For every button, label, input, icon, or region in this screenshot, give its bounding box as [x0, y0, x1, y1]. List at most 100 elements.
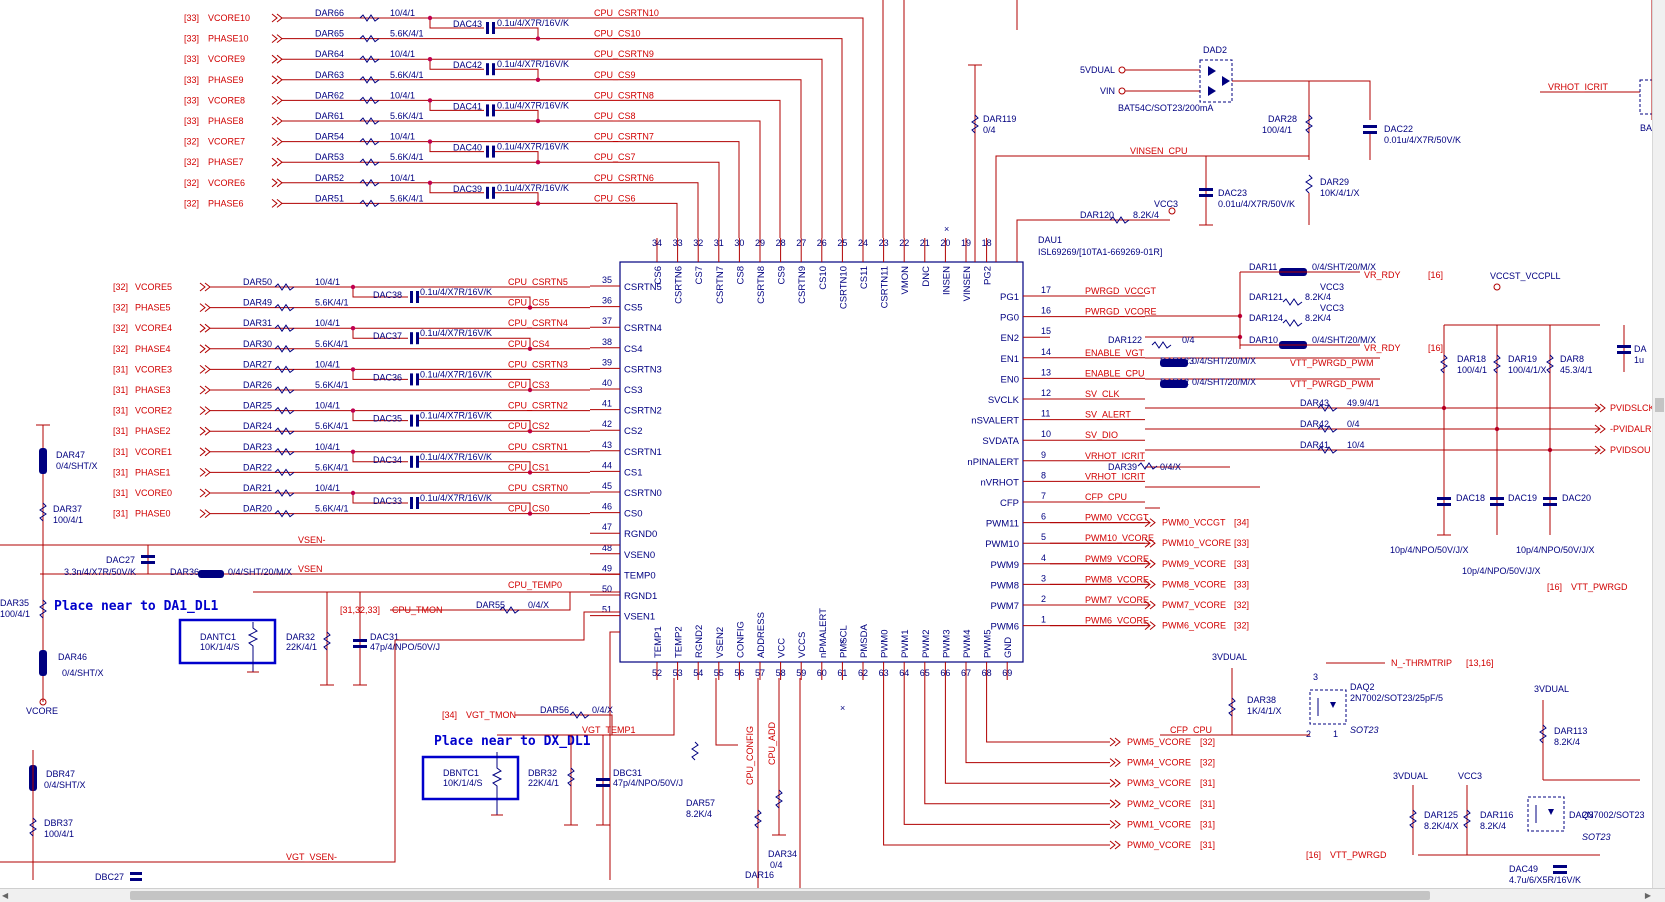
left-pin-number: 50	[602, 584, 612, 594]
dar113-ref: DAR113	[1554, 726, 1587, 736]
left-pin-name: CS3	[624, 385, 642, 396]
dac18-ref: DAC18	[1456, 493, 1485, 503]
sense-left-rv	[274, 447, 295, 456]
sense-top-pnet: PHASE10	[208, 34, 249, 44]
bottom-pin-number: 65	[920, 668, 930, 678]
daq2-body	[1309, 689, 1347, 725]
dac19-plate-b	[1490, 503, 1504, 506]
top-pin-name: CSRTN8	[756, 266, 767, 304]
top-pin-number: 32	[693, 238, 703, 248]
sense-left-net-cs: CPU_CS2	[508, 421, 550, 431]
sense-top-dot-b	[535, 36, 541, 41]
dynamic-layer: DAU1ISL69269/[10TA1-669269-01R]35CSRTN53…	[113, 0, 1606, 850]
sense-left-cap-wire-b	[418, 296, 531, 308]
svid-port-a	[1594, 445, 1601, 455]
bottom-pwm-port-b	[1114, 820, 1121, 829]
top-pin-name: CS10	[818, 266, 829, 290]
dac-cut-plate-a	[1617, 345, 1631, 348]
sense-top-sheet: [33]	[184, 13, 199, 23]
dbc31-plate-b	[596, 784, 610, 787]
top-pin-name: PG2	[983, 266, 994, 285]
dac23-value: 0.01u/4/X7R/50V/K	[1218, 199, 1295, 209]
sense-top-net-cs: CPU_CS10	[594, 29, 641, 39]
horizontal-scrollbar[interactable]: ◀ ▶	[0, 888, 1665, 902]
dar123-value: 0/4/SHT/20/M/X	[1192, 356, 1256, 366]
vertical-scrollbar-thumb[interactable]	[1655, 398, 1664, 412]
sense-top-rp-value: 5.6K/4/1	[390, 70, 424, 80]
dar18-resistor	[1440, 354, 1448, 374]
sense-top-vwire	[282, 58, 823, 238]
right-net-label: PWM8_VCORE	[1085, 574, 1149, 584]
dar19-value: 100/4/1/X	[1508, 365, 1547, 375]
vgt-tmon-sheet: [34]	[442, 710, 457, 720]
right-pin-name: PWM10	[985, 539, 1019, 550]
sense-top-cap-value: 0.1u/4/X7R/16V/K	[497, 183, 569, 193]
bottom-pin-name: PWM3	[941, 630, 952, 659]
bottom-pin-number: 62	[858, 668, 868, 678]
svid-port-a	[1594, 424, 1601, 434]
dar57-ref: DAR57	[686, 798, 715, 808]
ba-body	[1639, 79, 1653, 115]
pwm-out-net: PWM8_VCORE	[1162, 579, 1226, 589]
dbntc1-box	[421, 755, 520, 801]
vertical-scrollbar[interactable]	[1652, 0, 1665, 888]
horizontal-scrollbar-thumb[interactable]	[130, 891, 1430, 900]
sense-left-vport-a	[199, 282, 206, 292]
left-pin-number: 48	[602, 543, 612, 553]
dar57-value: 8.2K/4	[686, 809, 712, 819]
top-pin-name: DNC	[921, 266, 932, 287]
dar29-ref: DAR29	[1320, 177, 1349, 187]
sense-top-rv	[359, 178, 380, 187]
top-pin-name: CSRTN10	[838, 266, 849, 309]
sense-top-vwire	[282, 141, 740, 238]
dar56-value: 0/4/X	[592, 705, 613, 715]
dac27-plate-a	[141, 555, 155, 558]
sense-top-cap-plate-a	[486, 22, 489, 34]
dar46-ref: DAR46	[58, 652, 87, 662]
sense-top-rv-ref: DAR66	[315, 8, 344, 18]
pwm-out-port-a	[1144, 559, 1151, 569]
top-pin-number: 24	[858, 238, 868, 248]
dar41-value: 10/4	[1347, 440, 1365, 450]
dar32-value: 22K/4/1	[286, 642, 317, 652]
right-pin-number: 6	[1041, 512, 1046, 522]
bottom-pwm-port-b	[1114, 758, 1121, 767]
sense-left-cap-plate-b	[416, 497, 419, 509]
bottom-pin-number: 64	[899, 668, 909, 678]
dac31-plate-b	[353, 645, 367, 648]
pwm-out-port-a	[1144, 518, 1151, 527]
sense-top-sheet-b: [33]	[184, 116, 199, 126]
sense-left-rp	[274, 386, 295, 394]
sense-top-dot-b	[535, 77, 541, 83]
top-pin-number: 25	[837, 238, 847, 248]
dar121-ref: DAR121	[1249, 292, 1283, 302]
right-pin-name: PWM8	[991, 580, 1020, 591]
dar35-ref: DAR35	[0, 598, 29, 608]
rgnd1-wire	[0, 611, 620, 863]
bottom-pin-name: PMSCL	[838, 625, 849, 658]
sense-left-rp-ref: DAR24	[243, 421, 272, 431]
sense-top-sheet: [33]	[184, 54, 199, 64]
sense-left-rp-ref: DAR20	[243, 504, 272, 514]
scroll-right-arrow-icon[interactable]: ▶	[1644, 891, 1651, 900]
top-pin-number: 23	[879, 238, 889, 248]
dar34-value: 0/4	[770, 860, 783, 870]
dbc31-value: 47p/4/NPO/50V/J	[613, 778, 683, 788]
sense-left-rp-value: 5.6K/4/1	[315, 298, 349, 308]
dac18-plate-b	[1437, 503, 1451, 506]
left-pin-number: 35	[602, 275, 612, 285]
scroll-left-arrow-icon[interactable]: ◀	[2, 891, 9, 900]
sense-top-net-rtn: CPU_CSRTN10	[594, 8, 659, 18]
sense-top-rv	[359, 96, 380, 105]
sense-top-net-cs: CPU_CS8	[594, 111, 636, 121]
dar35-resistor	[39, 599, 47, 619]
sense-left-cap-value: 0.1u/4/X7R/16V/K	[420, 411, 492, 421]
vr-rdy-a-sheet: [16]	[1428, 270, 1443, 280]
vr-rdy-b-sheet: [16]	[1428, 343, 1443, 353]
bottom-pwm-sheet: [31]	[1200, 840, 1215, 850]
sense-left-cap-wire-b	[418, 378, 531, 390]
sense-top-sheet-b: [33]	[184, 34, 199, 44]
right-net-label: PWM7_VCORE	[1085, 595, 1149, 605]
sense-top-rv-ref: DAR62	[315, 90, 344, 100]
left-pin-number: 44	[602, 460, 612, 470]
